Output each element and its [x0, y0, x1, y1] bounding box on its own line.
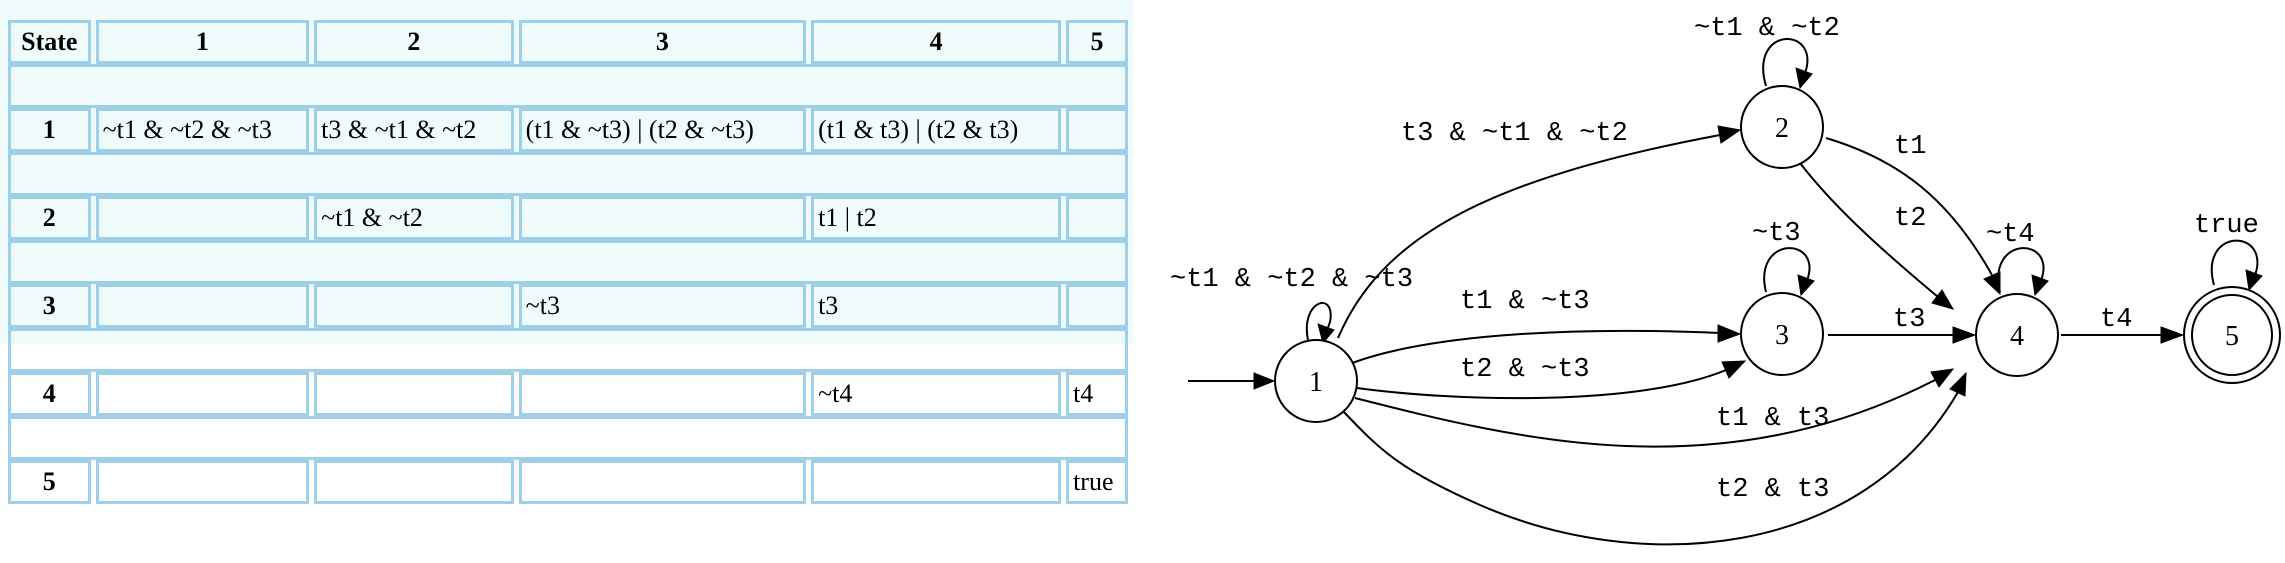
table-cell — [95, 284, 310, 328]
table-cell — [518, 372, 807, 416]
edge-2-4-a-head — [1983, 271, 2001, 296]
edge-1-4-b — [1341, 391, 1959, 546]
edge-label: t1 — [1894, 132, 1926, 162]
table-cell: true — [1066, 460, 1128, 504]
table-header-row: State 1 2 3 4 5 — [8, 20, 1128, 64]
edge-label: ~t1 & ~t2 & ~t3 — [1170, 265, 1413, 295]
edge-label: t2 — [1894, 204, 1926, 234]
header-cell-state: State — [8, 20, 91, 64]
table-cell: (t1 & t3) | (t2 & t3) — [811, 108, 1062, 152]
row-state-cell: 2 — [8, 196, 91, 240]
table-cell — [1066, 108, 1128, 152]
edge-label: ~t3 — [1752, 219, 1801, 249]
edge-label: t2 & ~t3 — [1460, 355, 1590, 385]
header-cell-4: 4 — [811, 20, 1062, 64]
edge-1-3-b-head — [1721, 360, 1747, 379]
edge-label: t3 & ~t1 & ~t2 — [1401, 119, 1628, 149]
node-label: 4 — [2010, 321, 2024, 352]
table-cell: t3 & ~t1 & ~t2 — [314, 108, 514, 152]
edge-1-4-a — [1354, 379, 1936, 448]
row-state-cell: 5 — [8, 460, 91, 504]
table-row: 3 ~t3 t3 — [8, 284, 1128, 328]
table-cell: (t1 & ~t3) | (t2 & ~t3) — [518, 108, 807, 152]
node-4: 4 — [1975, 293, 2059, 377]
edge-2-2-head — [1795, 67, 1813, 90]
header-cell-2: 2 — [314, 20, 514, 64]
edge-label: ~t4 — [1986, 220, 2035, 250]
edge-1-3-a-head — [1717, 324, 1742, 343]
node-label: 3 — [1775, 320, 1789, 351]
table-cell: ~t3 — [518, 284, 807, 328]
row-state-cell: 4 — [8, 372, 91, 416]
table-cell: t4 — [1066, 372, 1128, 416]
table-cell: ~t1 & ~t2 — [314, 196, 514, 240]
node-label: 2 — [1775, 113, 1789, 144]
edge-1-3-a — [1346, 329, 1721, 366]
edge-3-4-head — [1952, 326, 1977, 344]
edge-1-1-head — [1317, 323, 1335, 345]
edge-1-4-b-head — [1949, 371, 1967, 397]
edge-label: true — [2194, 211, 2259, 241]
node-3: 3 — [1740, 292, 1824, 376]
edge-4-5-head — [2160, 326, 2185, 344]
table-cell — [1066, 284, 1128, 328]
row-state-cell: 3 — [8, 284, 91, 328]
edge-1-1 — [1305, 302, 1332, 341]
node-5-accepting: 5 — [2183, 286, 2281, 384]
initial-arrow-head — [1253, 372, 1276, 390]
edge-3-3 — [1763, 247, 1811, 293]
node-1: 1 — [1274, 339, 1358, 423]
table-cell — [811, 460, 1062, 504]
table-cell — [95, 372, 310, 416]
header-cell-3: 3 — [518, 20, 807, 64]
header-cell-1: 1 — [95, 20, 310, 64]
table-cell — [1066, 196, 1128, 240]
edge-label: t2 & t3 — [1716, 475, 1829, 505]
table-row: 2 ~t1 & ~t2 t1 | t2 — [8, 196, 1128, 240]
table-cell: ~t4 — [811, 372, 1062, 416]
edge-label: t3 — [1893, 305, 1925, 335]
table-cell — [314, 284, 514, 328]
table-cell — [314, 372, 514, 416]
node-label: 1 — [1309, 367, 1323, 398]
table-row: 1 ~t1 & ~t2 & ~t3 t3 & ~t1 & ~t2 (t1 & ~… — [8, 108, 1128, 152]
table-cell: ~t1 & ~t2 & ~t3 — [95, 108, 310, 152]
edge-1-2 — [1337, 134, 1721, 339]
node-label: 5 — [2225, 321, 2239, 352]
table-cell: t1 | t2 — [811, 196, 1062, 240]
edge-label: t1 & t3 — [1716, 404, 1829, 434]
edge-1-4-a-head — [1930, 368, 1955, 388]
edge-4-4-head — [2031, 274, 2049, 297]
transition-table-panel: State 1 2 3 4 5 1 ~t1 & ~t2 & ~t3 t3 & ~… — [0, 0, 1133, 504]
table-row: 5 true — [8, 460, 1128, 504]
edge-2-4-b — [1799, 162, 1939, 298]
table-cell — [95, 196, 310, 240]
table-cell — [314, 460, 514, 504]
edge-1-3-b — [1356, 369, 1727, 400]
transition-table: State 1 2 3 4 5 1 ~t1 & ~t2 & ~t3 t3 & ~… — [3, 20, 1133, 504]
table-cell — [518, 460, 807, 504]
edge-label: t4 — [2100, 305, 2132, 335]
edge-5-5 — [2210, 239, 2259, 286]
edge-1-2-head — [1717, 125, 1742, 144]
table-cell — [95, 460, 310, 504]
edge-2-4-a — [1825, 137, 1993, 276]
table-cell: t3 — [811, 284, 1062, 328]
edge-label: t1 & ~t3 — [1460, 287, 1590, 317]
header-cell-5: 5 — [1066, 20, 1128, 64]
table-cell — [518, 196, 807, 240]
node-2: 2 — [1740, 85, 1824, 169]
edge-3-3-head — [1797, 274, 1815, 297]
edge-2-2 — [1762, 38, 1809, 87]
table-row: 4 ~t4 t4 — [8, 372, 1128, 416]
row-state-cell: 1 — [8, 108, 91, 152]
edge-2-4-b-head — [1931, 289, 1955, 310]
edge-label: ~t1 & ~t2 — [1694, 14, 1840, 44]
edge-5-5-head — [2245, 269, 2263, 292]
